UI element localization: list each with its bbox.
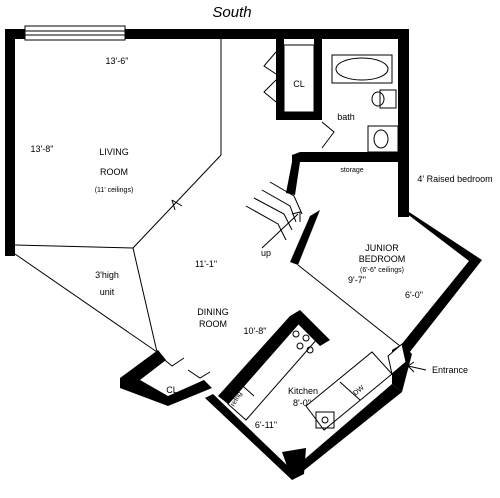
closet-bath-block xyxy=(263,39,399,158)
living-room-lines xyxy=(14,39,222,353)
junior-dimension-1: 9'-7" xyxy=(348,275,366,285)
dining-room-name-2: ROOM xyxy=(199,319,227,329)
living-height-label: 13'-8" xyxy=(31,144,54,154)
closet-bottom-label: CL xyxy=(166,385,178,395)
junior-dimension-2: 6'-0" xyxy=(405,290,423,300)
kitchen-dimension-1: 8'-0" xyxy=(293,398,311,408)
kitchen-corner-block xyxy=(282,448,306,480)
closet-bottom-door xyxy=(159,355,211,379)
bath-label: bath xyxy=(337,112,355,122)
junior-bedroom-name-1: JUNIOR xyxy=(365,243,399,253)
raised-bedroom-label: 4' Raised bedroom xyxy=(417,174,492,184)
kitchen-dimension-2: 6'-11" xyxy=(255,420,277,430)
closet-top-label: CL xyxy=(293,79,305,89)
living-room-name-1: LIVING xyxy=(99,147,129,157)
kitchen-counters xyxy=(218,310,393,431)
dining-dimension-label: 10'-8" xyxy=(244,326,267,336)
closet-bottom-walls xyxy=(120,350,212,406)
storage-label: storage xyxy=(340,167,363,174)
compass-label: South xyxy=(212,4,251,21)
right-diagonal-wall xyxy=(398,207,482,353)
junior-bedroom-walls xyxy=(245,152,401,347)
left-wall xyxy=(5,29,15,256)
entrance-marker xyxy=(387,343,427,375)
lower-left-wall xyxy=(14,253,158,353)
junior-ceiling-label: (6'-6" ceilings) xyxy=(360,267,404,274)
living-room-name-2: ROOM xyxy=(100,167,128,177)
kitchen-label: Kitchen xyxy=(288,386,318,396)
junior-bedroom-name-2: BEDROOM xyxy=(359,254,406,264)
unit-label-2: unit xyxy=(100,287,115,297)
living-ceiling-label: (11' ceilings) xyxy=(95,187,134,194)
dining-room-name-1: DINING xyxy=(197,307,229,317)
unit-label-1: 3'high xyxy=(95,270,119,280)
right-wall xyxy=(398,29,409,217)
south-window xyxy=(24,25,126,41)
entrance-label: Entrance xyxy=(432,365,468,375)
up-label: up xyxy=(261,248,271,258)
living-width-label: 13'-6" xyxy=(106,56,129,66)
top-wall xyxy=(5,29,409,39)
center-dimension-label: 11'-1" xyxy=(195,259,217,269)
outer-walls xyxy=(5,29,482,480)
